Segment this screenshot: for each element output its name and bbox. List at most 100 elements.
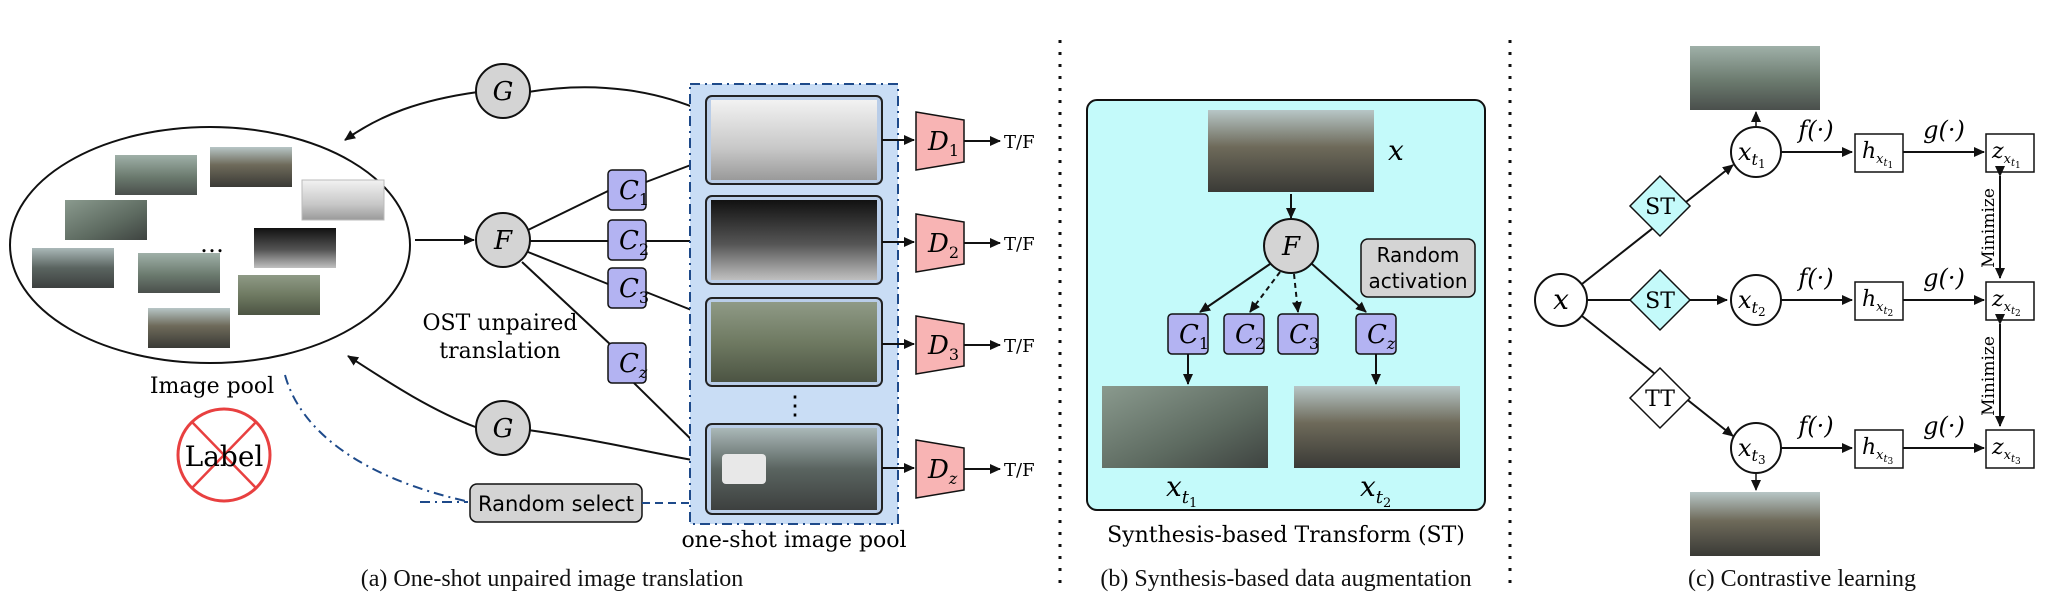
- f-label-3: f(·): [1796, 412, 1833, 440]
- b-out1-subsub: 1: [1189, 496, 1197, 511]
- xt3-node: xt3: [1730, 422, 1782, 474]
- svg-text:C1: C1: [619, 176, 649, 209]
- b-cz-sub: z: [1386, 334, 1396, 353]
- g-node-bottom-label: G: [493, 414, 514, 444]
- xt1-sub: 1: [1758, 157, 1766, 171]
- tt-label: TT: [1645, 387, 1675, 412]
- g-node-top: [475, 63, 531, 119]
- z3-x: x: [2004, 448, 2012, 463]
- dz-output: T/F: [1004, 460, 1035, 481]
- c3-main: C: [619, 274, 639, 304]
- z2-t: t: [2011, 306, 2016, 317]
- panel-a: … Image pool Label G F C1 C2: [9, 63, 1035, 592]
- c-row-2: f(·) hxt2 g(·) zxt2: [1781, 264, 2035, 321]
- d3-node: [915, 315, 965, 375]
- h2-t: t: [1884, 306, 1889, 317]
- c1-sub: 1: [639, 190, 649, 209]
- c-x-label: x: [1553, 283, 1569, 316]
- b-c2-node: C2: [1223, 313, 1265, 355]
- cz-node: Cz: [607, 342, 648, 384]
- h2-sub: 2: [1888, 309, 1894, 319]
- b-f-node: [1263, 218, 1319, 274]
- caption-c: (c) Contrastive learning: [1688, 566, 1916, 592]
- c2-sub: 2: [639, 240, 649, 259]
- z2-x: x: [2004, 300, 2012, 315]
- svg-text:zxt3: zxt3: [1991, 435, 2021, 467]
- st-diamond-top: [1628, 174, 1692, 238]
- h2-main: h: [1862, 287, 1876, 312]
- b-c2-sub: 2: [1255, 334, 1265, 353]
- pool-photo: [148, 308, 230, 348]
- svg-text:C3: C3: [1289, 320, 1319, 353]
- svg-text:hxt1: hxt1: [1862, 139, 1893, 171]
- b-output-photo-1: [1102, 386, 1268, 468]
- xt2-sub: 2: [1758, 305, 1766, 319]
- z1-x: x: [2004, 152, 2012, 167]
- f-to-c1-line: [527, 190, 609, 231]
- f-node-label: F: [493, 226, 513, 256]
- panel-b: x F Random activation C1 C2 C3 Cz: [1086, 99, 1486, 592]
- dz-main: D: [927, 455, 949, 485]
- b-out1-main: x: [1166, 470, 1182, 503]
- caption-b: (b) Synthesis-based data augmentation: [1100, 566, 1471, 592]
- pool-photo: [32, 248, 114, 288]
- image-pool-thumbnails: [32, 147, 385, 348]
- h1-t: t: [1884, 158, 1889, 169]
- b-out1-sub: t: [1182, 487, 1190, 508]
- z2-main: z: [1991, 287, 2004, 312]
- z3-t: t: [2011, 454, 2016, 465]
- svg-text:D1: D1: [927, 127, 959, 160]
- xt3-main: x: [1738, 434, 1752, 462]
- xt1-t: t: [1752, 150, 1759, 169]
- one-shot-pool-label: one-shot image pool: [681, 528, 906, 553]
- pool-vdots: ⋮: [782, 391, 808, 421]
- svg-text:xt1: xt1: [1738, 138, 1766, 171]
- d3-output: T/F: [1004, 336, 1035, 357]
- svg-text:xt2: xt2: [1738, 286, 1766, 319]
- st-subtitle: Synthesis-based Transform (ST): [1107, 523, 1465, 548]
- pool-photo: [254, 228, 336, 268]
- d2-sub: 2: [949, 243, 959, 262]
- dz-sub: z: [948, 469, 958, 488]
- xt3-sub: 3: [1758, 453, 1766, 467]
- svg-text:Cz: Cz: [619, 349, 648, 382]
- dz-node: [915, 439, 965, 499]
- pool-photo: [301, 179, 385, 221]
- b-c3-node: C3: [1277, 313, 1319, 355]
- z1-t: t: [2011, 158, 2016, 169]
- pool-photo: [138, 253, 220, 293]
- svg-text:xt1: xt1: [1166, 470, 1197, 511]
- d2-node: [915, 213, 965, 273]
- svg-text:xt2: xt2: [1360, 470, 1391, 511]
- c-row-1: f(·) hxt1 g(·) zxt1: [1781, 116, 2035, 173]
- pool-image-to-g-top: [527, 86, 706, 113]
- pool-ellipsis: …: [200, 230, 224, 258]
- pool-image-to-g-bottom: [527, 429, 705, 463]
- z1-sub: 1: [2015, 161, 2021, 171]
- pool-photo: [238, 275, 320, 315]
- random-activation-1: Random: [1377, 243, 1460, 267]
- b-cz-main: C: [1367, 320, 1387, 350]
- g-label-2: g(·): [1923, 264, 1965, 292]
- svg-text:zxt1: zxt1: [1991, 139, 2021, 171]
- h3-main: h: [1862, 435, 1876, 460]
- b-f-to-c1: [1199, 263, 1271, 313]
- random-activation-box: [1360, 238, 1476, 298]
- z2-sub: 2: [2015, 309, 2021, 319]
- minimize-label-2: Minimize: [1979, 336, 1999, 416]
- discriminators: D1 T/F D2 T/F D3 T/F Dz T/F: [882, 111, 1035, 499]
- b-f-to-cz: [1311, 263, 1367, 313]
- d1-output: T/F: [1004, 132, 1035, 153]
- b-out2-sub: t: [1376, 487, 1384, 508]
- z3-main: z: [1991, 435, 2004, 460]
- svg-text:Cz: Cz: [1367, 320, 1396, 353]
- xt1-node: xt1: [1730, 126, 1782, 178]
- pool-photo: [115, 155, 197, 195]
- random-select-dashdot-path: [284, 374, 471, 503]
- xt1-main: x: [1738, 138, 1752, 166]
- h3-x: x: [1876, 448, 1884, 463]
- ost-label-2: translation: [439, 339, 560, 364]
- xt2-main: x: [1738, 286, 1752, 314]
